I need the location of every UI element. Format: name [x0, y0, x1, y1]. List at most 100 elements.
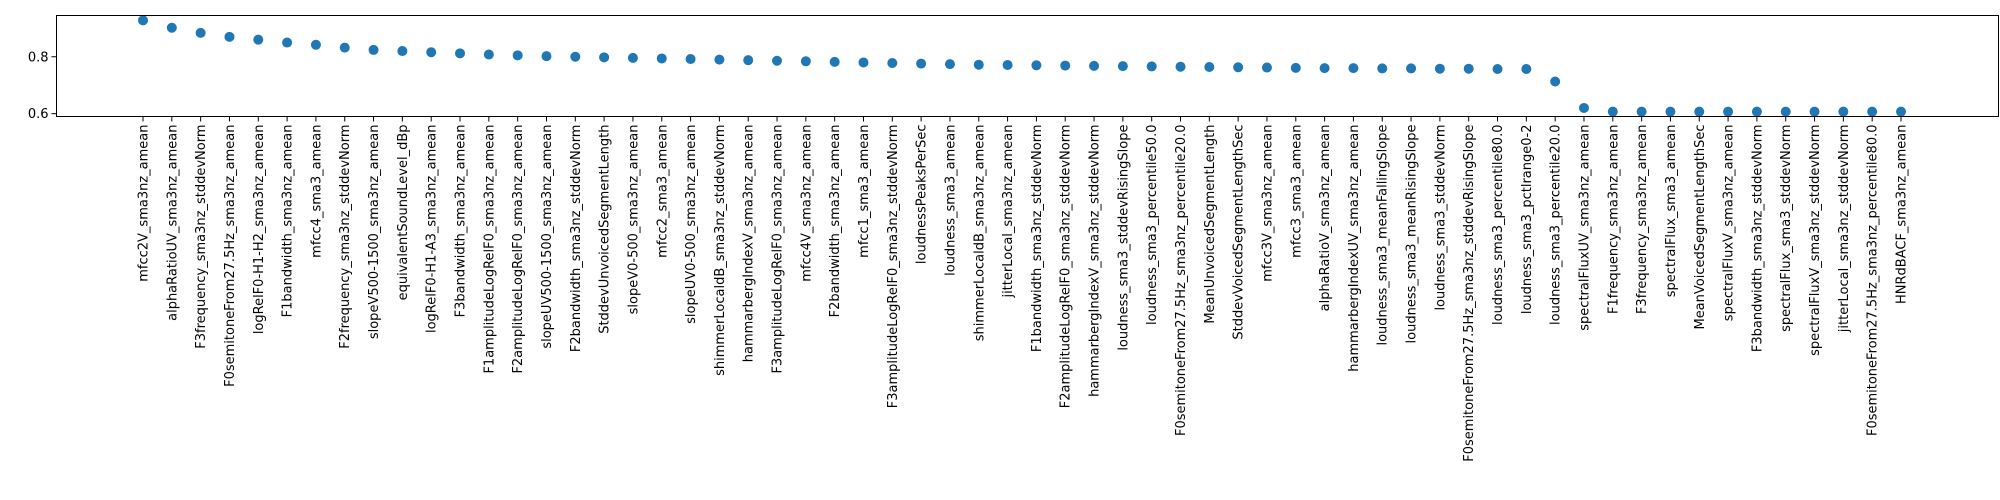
- x-tick-label: hammarbergIndexUV_sma3nz_amean: [1347, 125, 1362, 372]
- data-point: [397, 46, 408, 57]
- x-tick-label: F3frequency_sma3nz_stddevNorm: [194, 125, 209, 349]
- x-tick-label: F3amplitudeLogRelF0_sma3nz_stddevNorm: [886, 125, 901, 409]
- data-point: [368, 44, 379, 55]
- x-tick-label: jitterLocal_sma3nz_amean: [1001, 124, 1016, 298]
- x-tick-label: F1bandwidth_sma3nz_stddevNorm: [1030, 125, 1045, 353]
- data-point: [1896, 106, 1906, 117]
- data-point: [627, 52, 638, 63]
- x-tick-label: spectralFluxV_sma3nz_amean: [1722, 125, 1737, 322]
- x-tick-label: F3amplitudeLogRelF0_sma3nz_amean: [771, 124, 786, 373]
- data-point: [310, 39, 321, 50]
- data-point: [455, 48, 466, 59]
- data-point: [1434, 63, 1445, 74]
- x-tick-label: F0semitoneFrom27.5Hz_sma3nz_stddevRising…: [1462, 125, 1477, 462]
- data-point: [714, 54, 725, 65]
- x-tick-label: F1frequency_sma3nz_amean: [1606, 125, 1621, 315]
- data-point: [1521, 63, 1532, 74]
- data-point: [195, 27, 206, 38]
- data-point: [426, 47, 437, 58]
- x-tick-label: spectralFlux_sma3_stddevNorm: [1779, 125, 1794, 332]
- x-tick-label: F2frequency_sma3nz_stddevNorm: [338, 124, 353, 348]
- x-tick-label: slopeUV500-1500_sma3nz_amean: [540, 125, 555, 349]
- x-tick-label: shimmerLocaldB_sma3nz_stddevNorm: [713, 125, 728, 376]
- x-tick-label: F3frequency_sma3nz_amean: [1635, 125, 1650, 315]
- data-point: [1377, 63, 1388, 74]
- data-point: [599, 52, 610, 63]
- data-point: [1175, 61, 1186, 72]
- x-tick-label: alphaRatioV_sma3nz_amean: [1318, 125, 1333, 312]
- plot-frame: [56, 15, 1999, 117]
- x-tick-label: mfcc2V_sma3nz_amean: [137, 125, 152, 282]
- x-tick-label: loudness_sma3_meanRisingSlope: [1405, 124, 1420, 343]
- x-tick-label: mfcc4_sma3_amean: [309, 125, 324, 258]
- data-point: [829, 56, 840, 67]
- data-point: [1233, 62, 1244, 73]
- data-point: [253, 34, 264, 45]
- x-tick-label: F1bandwidth_sma3nz_amean: [281, 125, 296, 318]
- x-tick-label: logRelF0-H1-A3_sma3nz_amean: [425, 125, 440, 334]
- data-point: [973, 59, 984, 70]
- data-point: [772, 55, 783, 66]
- data-point: [541, 51, 552, 62]
- x-tick-label: jitterLocal_sma3nz_stddevNorm: [1837, 125, 1852, 334]
- data-point: [887, 58, 898, 69]
- y-tick-label: 0.8: [28, 50, 49, 65]
- x-tick-label: mfcc4V_sma3nz_amean: [799, 125, 814, 282]
- data-point: [282, 37, 293, 48]
- x-tick-label: spectralFluxUV_sma3nz_amean: [1577, 125, 1592, 331]
- data-point: [570, 51, 581, 62]
- data-points: [138, 15, 1906, 117]
- data-point: [944, 59, 955, 70]
- data-point: [1290, 62, 1301, 73]
- x-tick-label: F2bandwidth_sma3nz_stddevNorm: [569, 125, 584, 353]
- data-point: [1780, 106, 1791, 117]
- x-tick-label: F0semitoneFrom27.5Hz_sma3nz_amean: [223, 125, 238, 387]
- x-tick-label: MeanUnvoicedSegmentLength: [1203, 125, 1218, 324]
- x-tick-label: F2amplitudeLogRelF0_sma3nz_amean: [511, 125, 526, 374]
- x-tick-label: loudness_sma3_percentile50.0: [1145, 125, 1160, 325]
- x-tick-label: loudness_sma3_percentile20.0: [1549, 125, 1564, 325]
- x-tick-label: MeanVoicedSegmentLengthSec: [1693, 125, 1708, 330]
- x-tick-label: equivalentSoundLevel_dBp: [396, 125, 411, 301]
- x-tick-label: slopeV0-500_sma3nz_amean: [626, 125, 641, 315]
- x-tick-label: StddevUnvoicedSegmentLength: [598, 125, 613, 334]
- x-tick-label: F1amplitudeLogRelF0_sma3nz_amean: [482, 125, 497, 374]
- x-tick-label: slopeUV0-500_sma3nz_amean: [684, 125, 699, 324]
- data-point: [1723, 106, 1734, 117]
- data-point: [1550, 76, 1561, 87]
- data-point: [1838, 106, 1849, 117]
- data-point: [1809, 106, 1820, 117]
- x-tick-label: spectralFlux_sma3_amean: [1664, 125, 1679, 298]
- data-point: [1665, 106, 1676, 117]
- x-tick-label: logRelF0-H1-H2_sma3nz_amean: [252, 125, 267, 335]
- x-tick-label: loudness_sma3_meanFallingSlope: [1376, 125, 1391, 346]
- data-point: [1578, 102, 1589, 113]
- y-tick-label: 0.6: [28, 107, 49, 122]
- x-tick-label: loudness_sma3_amean: [943, 125, 958, 276]
- x-tick-label: HNRdBACF_sma3nz_amean: [1895, 125, 1910, 305]
- x-tick-label: spectralFluxV_sma3nz_stddevNorm: [1808, 125, 1823, 356]
- x-tick-label: loudness_sma3_percentile80.0: [1491, 125, 1506, 325]
- data-point: [1607, 106, 1618, 117]
- data-point: [224, 31, 235, 42]
- data-point: [1002, 60, 1013, 70]
- data-point: [339, 42, 350, 53]
- x-tick-label: StddevVoicedSegmentLengthSec: [1232, 125, 1247, 340]
- data-point: [1319, 63, 1330, 74]
- data-point: [1060, 60, 1071, 71]
- data-point: [1867, 106, 1878, 117]
- data-point: [1146, 61, 1157, 72]
- x-tick-label: loudness_sma3_pctlrange0-2: [1520, 125, 1535, 315]
- data-point: [1694, 106, 1705, 117]
- x-tick-label: F2bandwidth_sma3nz_amean: [828, 125, 843, 318]
- data-point: [138, 15, 148, 26]
- data-point: [1117, 61, 1128, 72]
- data-point: [1492, 63, 1503, 74]
- x-tick-label: F0semitoneFrom27.5Hz_sma3nz_percentile80…: [1866, 124, 1881, 436]
- data-point: [1031, 60, 1042, 71]
- data-point: [512, 50, 523, 61]
- data-point: [1463, 63, 1474, 74]
- x-tick-label: F0semitoneFrom27.5Hz_sma3nz_percentile20…: [1174, 125, 1189, 437]
